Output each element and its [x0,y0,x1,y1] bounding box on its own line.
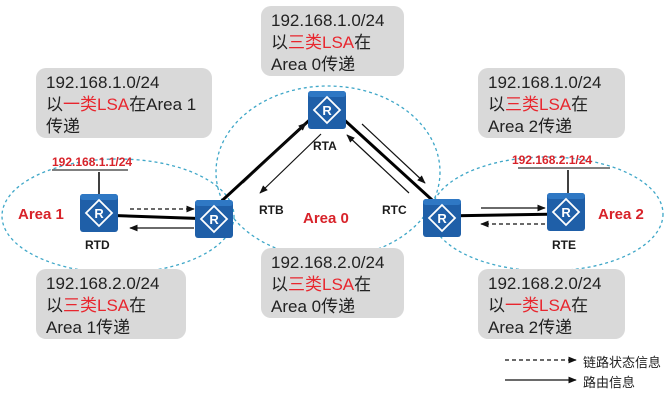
router-rtb-icon [194,199,234,239]
info-box-left-bottom: 192.168.2.0/24 以三类LSA在 Area 1传递 [36,269,186,339]
router-rtd-icon [79,193,119,233]
box-lsa-type: 三类LSA [288,275,355,294]
box-text: 在 [571,296,589,315]
info-box-left-top: 192.168.1.0/24 以一类LSA在Area 1 传递 [36,68,212,138]
rtd-network-address: 192.168.1.1/24 [52,155,133,169]
box-lsa-line: 以一类LSA在Area 1 [46,94,202,116]
box-text: 以 [488,95,505,114]
router-rtc-icon [422,198,462,238]
box-network: 192.168.1.0/24 [46,73,160,92]
router-rte-icon [546,192,586,232]
box-text: 以 [271,33,288,52]
box-lsa-line: 以三类LSA在 [46,295,176,317]
box-area: Area 2传递 [488,117,573,136]
box-lsa-type: 三类LSA [63,296,130,315]
box-area: Area 0传递 [271,55,356,74]
info-box-right-bottom: 192.168.2.0/24 以一类LSA在 Area 2传递 [478,269,625,339]
route-arrow-rta-to-rtc [361,123,426,184]
link-rtc-rte [441,212,565,218]
box-lsa-line: 以三类LSA在 [271,32,394,54]
box-network: 192.168.2.0/24 [271,253,385,272]
box-network: 192.168.2.0/24 [488,274,602,293]
box-text: 以 [46,296,63,315]
router-rtb-label: RTB [259,203,284,217]
box-text: 在 [354,33,372,52]
box-area: Area 1传递 [46,318,131,337]
box-text: 在 [129,296,147,315]
router-rta-icon [307,90,347,130]
box-text: 在 [354,275,372,294]
box-lsa-type: 三类LSA [288,33,355,52]
route-arrow-rtb-to-rta [242,122,307,184]
link-rta-rtc [338,114,444,211]
box-lsa-line: 以一类LSA在 [488,295,615,317]
legend-lsa-label: 链路状态信息 [583,356,662,371]
router-rtd-label: RTD [85,238,110,252]
area-1-label: Area 1 [18,206,64,223]
info-box-center-bottom: 192.168.2.0/24 以三类LSA在 Area 0传递 [261,248,404,318]
box-text: 以 [46,95,63,114]
area-0-boundary [215,85,441,259]
box-network: 192.168.1.0/24 [488,73,602,92]
box-network: 192.168.1.0/24 [271,11,385,30]
router-rtc-label: RTC [382,203,407,217]
box-text: 在 [571,95,589,114]
box-area: 传递 [46,117,80,136]
route-arrow-rtc-to-rta [346,134,410,194]
box-lsa-type: 三类LSA [505,95,572,114]
area-2-label: Area 2 [598,206,644,223]
info-box-top-center: 192.168.1.0/24 以三类LSA在 Area 0传递 [261,6,404,76]
box-text: 在Area 1 [129,95,197,114]
box-area: Area 2传递 [488,318,573,337]
box-area: Area 0传递 [271,297,356,316]
info-box-right-top: 192.168.1.0/24 以三类LSA在 Area 2传递 [478,68,625,138]
route-arrow-rta-to-rtb [259,133,322,194]
router-rte-label: RTE [552,238,576,252]
box-lsa-line: 以三类LSA在 [488,94,615,116]
box-lsa-line: 以三类LSA在 [271,274,394,296]
legend-route-label: 路由信息 [583,376,636,391]
box-network: 192.168.2.0/24 [46,274,160,293]
box-text: 以 [271,275,288,294]
router-rta-label: RTA [313,139,337,153]
box-text: 以 [488,296,505,315]
rte-network-address: 192.168.2.1/24 [512,153,593,167]
box-lsa-type: 一类LSA [505,296,572,315]
box-lsa-type: 一类LSA [63,95,130,114]
area-0-label: Area 0 [303,210,349,227]
